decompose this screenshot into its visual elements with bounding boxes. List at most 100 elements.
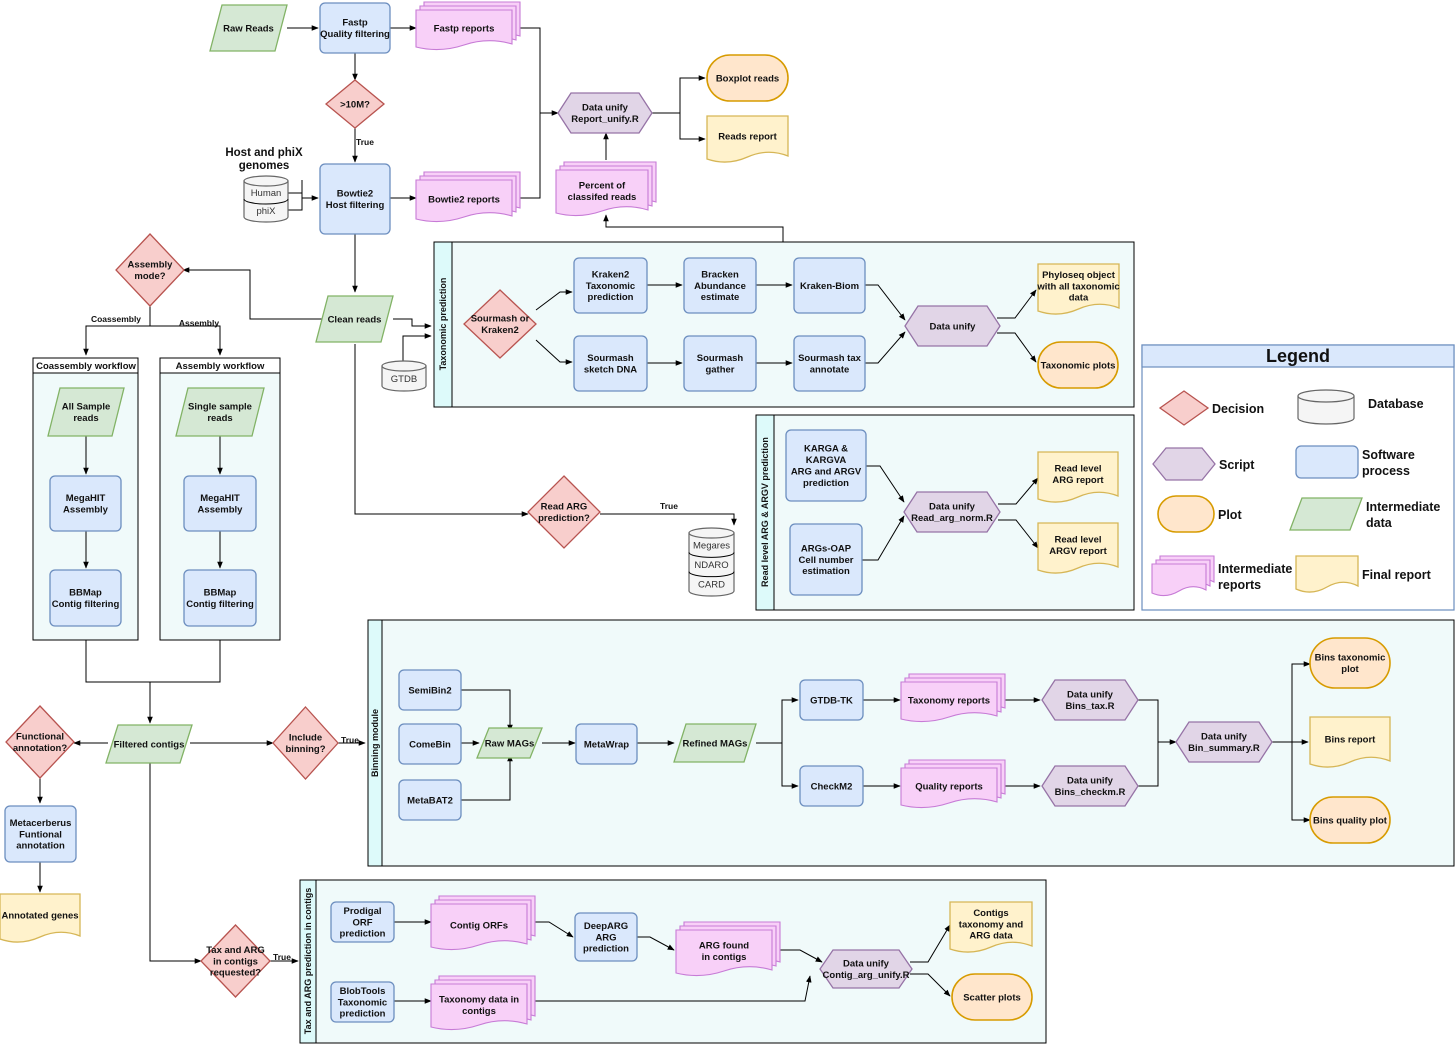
true-label-10m: True: [356, 137, 374, 147]
taxonomy-data-reports-label: contigs: [462, 1006, 496, 1017]
comebin-node-label: ComeBin: [409, 739, 451, 750]
bins-tax-unify-script-label: Data unify: [1067, 690, 1114, 701]
report-unify-script-label: Report_unify.R: [571, 114, 639, 125]
refined-mags-label: Refined MAGs: [683, 738, 748, 749]
bowtie2-reports: Bowtie2 reports: [415, 171, 521, 223]
single-sample-reads-label: reads: [207, 413, 232, 424]
metawrap-node: MetaWrap: [575, 723, 638, 765]
arg-found-reports-label: ARG found: [699, 941, 749, 952]
read-arg-unify-script-label: Read_arg_norm.R: [911, 513, 993, 524]
clean-reads-label: Clean reads: [328, 314, 382, 325]
prodigal-node-label: Prodigal: [343, 906, 381, 917]
karga-node-label: KARGA &: [804, 444, 848, 455]
contigs-decision-label: requested?: [210, 968, 261, 979]
bracken-node-label: Abundance: [694, 281, 746, 292]
contigs-final-report-label: Contigs: [973, 908, 1008, 919]
bowtie2-node-label: Host filtering: [326, 200, 385, 211]
phyloseq-report-label: data: [1069, 293, 1089, 304]
comebin-node: ComeBin: [398, 723, 462, 765]
read-arg-unify-script-label: Data unify: [929, 502, 976, 513]
legend-software-label: process: [1362, 464, 1410, 478]
reads-report: Reads report: [706, 115, 789, 163]
assembly-megahit-label: MegaHIT: [200, 493, 240, 504]
bins-checkm-unify-script-label: Data unify: [1067, 776, 1114, 787]
sourmash-gather-node-label: Sourmash: [697, 353, 744, 364]
legend-decision: Decision: [1158, 390, 1264, 426]
metacerberus-node-label: Funtional: [19, 829, 62, 840]
reads-threshold-decision-label: >10M?: [340, 99, 370, 110]
sourmash-sketch-node-label: sketch DNA: [584, 365, 637, 376]
assembly-workflow-title: Assembly workflow: [176, 361, 265, 372]
legend-intermediate-reports-label: reports: [1218, 578, 1261, 592]
kraken2-node-label: Kraken2: [592, 269, 630, 280]
blobtools-node-label: BlobTools: [340, 986, 386, 997]
coassembly-bbmap-label: Contig filtering: [52, 599, 120, 610]
contigs-final-report-label: taxonomy and: [959, 919, 1024, 930]
raw-mags: Raw MAGs: [476, 727, 543, 759]
bins-report-label: Bins report: [1325, 734, 1377, 745]
raw-reads-label: Raw Reads: [223, 23, 274, 34]
reads-threshold-decision: >10M?: [324, 79, 386, 129]
coassembly-label: Coassembly: [91, 314, 141, 324]
host-phix-database-label: Human: [251, 188, 282, 199]
boxplot-reads-plot: Boxplot reads: [706, 54, 789, 102]
single-sample-reads-label: Single sample: [188, 402, 252, 413]
legend-final-report-label: Final report: [1362, 568, 1432, 582]
metacerberus-node-label: Metacerberus: [10, 818, 72, 829]
args-oap-node-label: Cell number: [799, 555, 854, 566]
annotated-genes-report-label: Annotated genes: [1, 910, 78, 921]
assembly-mode-decision-label: Assembly: [128, 260, 174, 271]
kraken-biom-node-label: Kraken-Biom: [800, 281, 859, 292]
taxonomic-panel: Taxonomic prediction: [433, 241, 1135, 408]
taxonomic-data-unify-script: Data unify: [904, 305, 1001, 347]
legend-database-label: Database: [1368, 397, 1424, 411]
deeparg-node-label: prediction: [583, 944, 629, 955]
bins-taxonomic-plot-label: Bins taxonomic: [1315, 653, 1386, 664]
assembly-label: Assembly: [179, 318, 219, 328]
sourmash-sketch-node-label: Sourmash: [587, 353, 634, 364]
semibin-node: SemiBin2: [398, 669, 462, 711]
legend-plot-label: Plot: [1218, 508, 1242, 522]
legend-intermediate-data-label: Intermediate: [1366, 500, 1440, 514]
legend-decision-label: Decision: [1212, 402, 1264, 416]
assembly-bbmap-label: Contig filtering: [186, 599, 254, 610]
taxonomic-panel-title: Taxonomic prediction: [438, 278, 448, 371]
karga-node-label: prediction: [803, 478, 849, 489]
gtdb-database: GTDB: [381, 360, 427, 392]
read-argv-report-label: ARGV report: [1049, 546, 1107, 557]
legend-final-report: Final report: [1295, 555, 1432, 593]
sourmash-tax-annotate-node-label: Sourmash tax: [798, 353, 862, 364]
prodigal-node-label: prediction: [340, 929, 386, 940]
bracken-node-label: estimate: [701, 292, 740, 303]
read-arg-report-label: ARG report: [1052, 475, 1104, 486]
metabat-node: MetaBAT2: [398, 779, 462, 821]
read-arg-panel-title: Read level ARG & ARGV prediction: [760, 437, 770, 587]
refined-mags: Refined MAGs: [673, 723, 757, 763]
true-label-read-arg: True: [660, 501, 678, 511]
fastp-reports-label: Fastp reports: [434, 23, 495, 34]
bin-summary-unify-script-label: Data unify: [1201, 732, 1248, 743]
karga-node-label: ARG and ARGV: [791, 467, 862, 478]
